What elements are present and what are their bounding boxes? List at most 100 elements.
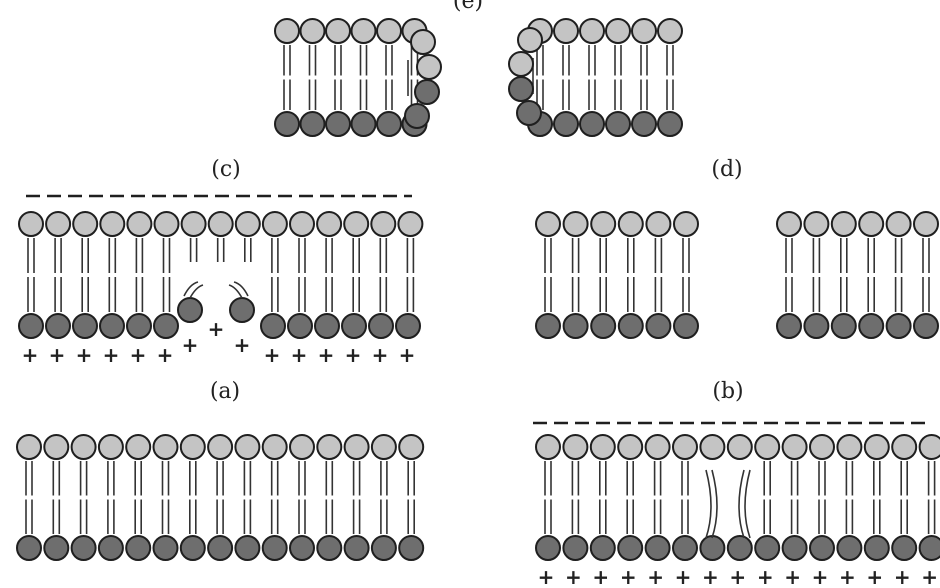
positive-charge: + — [592, 565, 609, 588]
lipid-head-outer — [809, 434, 835, 460]
lipid-head-outer — [863, 434, 890, 460]
lipid-head-inner — [535, 535, 561, 561]
lipid-head-inner — [803, 313, 830, 339]
lipid-head-outer — [180, 211, 207, 237]
lipid-head-outer — [836, 434, 863, 460]
panel-label-b: (b) — [712, 379, 743, 404]
lipid-head-outer — [234, 434, 261, 460]
positive-charge: + — [729, 565, 746, 588]
lipid-head-inner — [644, 535, 671, 561]
lipid-head-inner — [836, 535, 863, 561]
positive-charge: + — [208, 317, 225, 341]
lipid-head-edge — [416, 54, 442, 80]
lipid-head-inner — [776, 313, 802, 339]
lipid-head-inner — [350, 111, 377, 137]
lipid-head-inner — [726, 535, 753, 561]
lipid-head-inner — [370, 535, 397, 561]
lipid-head-inner — [18, 313, 44, 339]
lipid-head-inner — [553, 111, 579, 137]
panel-b-charged-membrane: +++++++++++++++ — [533, 421, 940, 588]
lipid-head-edge — [414, 79, 440, 105]
lipid-head-inner — [617, 313, 644, 339]
lipid-head-inner — [645, 313, 672, 339]
lipid-head-inner — [579, 111, 605, 137]
lipid-head-edge — [516, 100, 542, 126]
lipid-head-outer — [316, 211, 343, 237]
positive-charge: + — [866, 565, 883, 588]
lipid-head-outer — [97, 434, 124, 460]
positive-charge: + — [103, 343, 120, 367]
lipid-head-outer — [343, 434, 370, 460]
lipid-head-inner — [631, 111, 657, 137]
lipid-head-outer — [234, 211, 261, 237]
positive-charge: + — [345, 343, 362, 367]
lipid-head-inner — [260, 313, 286, 339]
lipid-head-outer — [350, 18, 377, 44]
lipid-head-inner — [207, 535, 234, 561]
lipid-head-outer — [631, 18, 657, 44]
lipid-head-inner — [368, 313, 394, 339]
positive-charge: + — [399, 343, 416, 367]
lipid-head-inner — [316, 535, 343, 561]
lipid-head-inner — [341, 313, 367, 339]
lipid-head-inner — [589, 535, 616, 561]
lipid-head-outer — [376, 18, 402, 44]
lipid-head-inner — [153, 313, 179, 339]
lipid-head-outer — [370, 434, 397, 460]
lipid-head-inner — [605, 111, 631, 137]
positive-charge: + — [647, 565, 664, 588]
lipid-head-outer — [370, 211, 397, 237]
lipid-head-inner — [673, 313, 699, 339]
lipid-head-outer — [617, 434, 644, 460]
lipid-head-outer — [605, 18, 631, 44]
lipid-head-outer — [803, 211, 830, 237]
lipid-head-outer — [397, 211, 424, 237]
lipid-head-inner — [918, 535, 940, 561]
lipid-head-inner — [99, 313, 125, 339]
lipid-head-edge — [508, 51, 534, 77]
lipid-head-outer — [672, 434, 698, 460]
positive-charge: + — [264, 343, 281, 367]
lipid-head-inner — [672, 535, 698, 561]
lipid-head-outer — [776, 211, 802, 237]
lipid-head-outer — [125, 434, 152, 460]
lipid-head-outer — [781, 434, 808, 460]
lipid-head-inner — [376, 111, 402, 137]
lipid-head-outer — [858, 211, 885, 237]
positive-charge: + — [291, 343, 308, 367]
lipid-head-outer — [325, 18, 351, 44]
lipid-head-outer — [261, 434, 288, 460]
lipid-head-inner — [125, 535, 152, 561]
lipid-head-inner — [343, 535, 370, 561]
lipid-head-outer — [207, 434, 234, 460]
lipid-head-outer — [316, 434, 343, 460]
lipid-head-outer — [126, 211, 153, 237]
panel-label-a: (a) — [210, 379, 240, 404]
lipid-head-outer — [289, 434, 315, 460]
lipid-head-inner — [43, 535, 70, 561]
lipid-head-edge — [517, 27, 543, 53]
lipid-head-inner — [274, 111, 300, 137]
panel-label-d: (d) — [711, 157, 742, 182]
positive-charge: + — [675, 565, 692, 588]
lipid-head-outer — [152, 434, 179, 460]
lipid-head-outer — [553, 18, 579, 44]
lipid-head-inner — [781, 535, 808, 561]
lipid-head-outer — [645, 211, 672, 237]
lipid-head-inner — [913, 313, 939, 339]
positive-charge: + — [538, 565, 555, 588]
lipid-head-inner — [699, 535, 726, 561]
lipid-head-outer — [274, 18, 300, 44]
lipid-head-outer — [398, 434, 425, 460]
positive-charge: + — [921, 565, 938, 588]
lipid-head-outer — [617, 211, 644, 237]
lipid-head-outer — [16, 434, 42, 460]
lipid-head-inner — [809, 535, 835, 561]
lipid-head-outer — [918, 434, 940, 460]
lipid-head-outer — [289, 211, 315, 237]
positive-charge: + — [76, 343, 93, 367]
panel-e-resealing — [274, 18, 683, 137]
lipid-head-inner — [325, 111, 351, 137]
lipid-head-inner — [261, 535, 288, 561]
panel-c-pore-charged: +++++++++++++++ — [18, 194, 424, 367]
